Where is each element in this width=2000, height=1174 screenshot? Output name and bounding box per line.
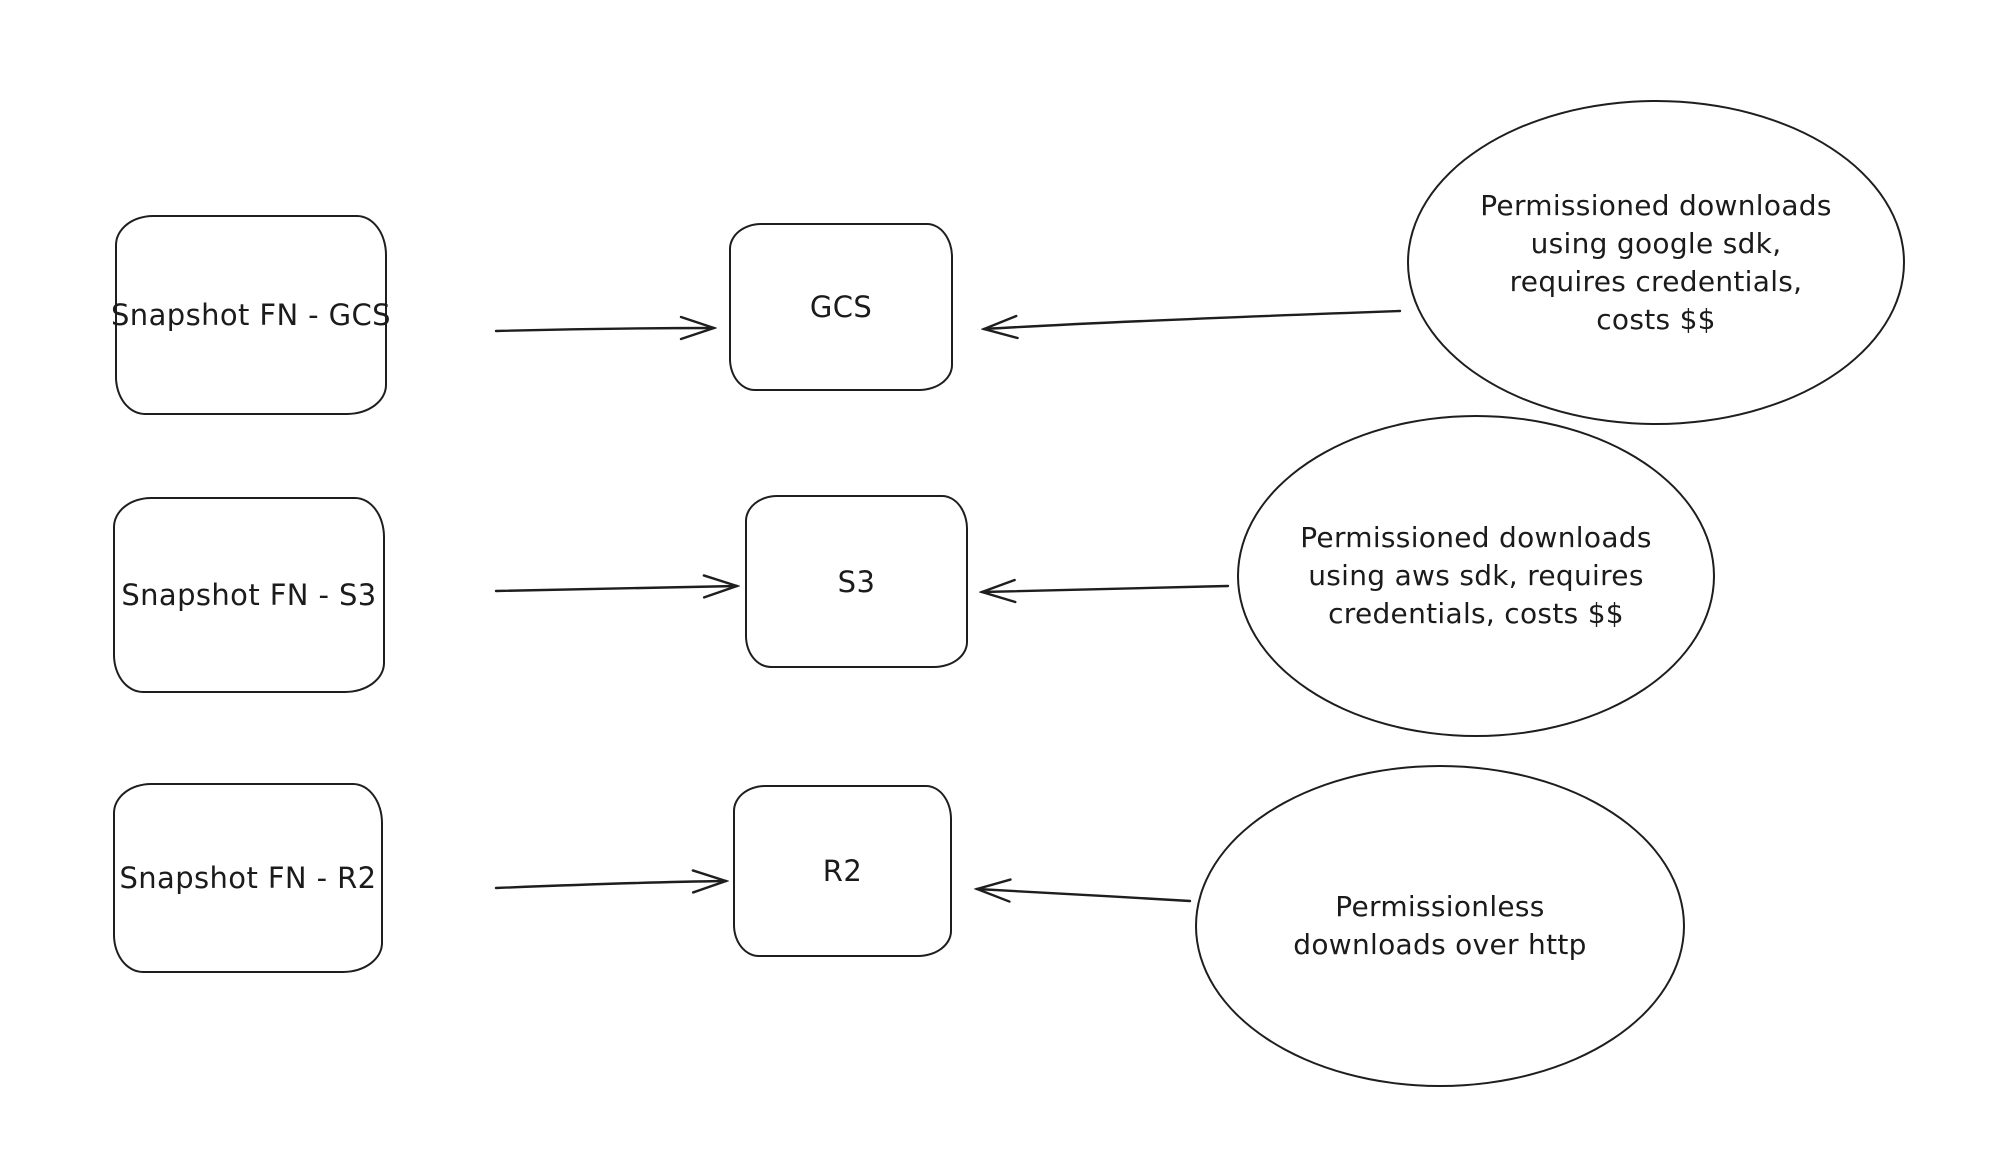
note-line: using aws sdk, requires [1308,559,1644,592]
note-text-permissionless-http: Permissionless downloads over http [1293,888,1586,964]
note-text-google-sdk: Permissioned downloads using google sdk,… [1480,187,1832,339]
node-r2-label: R2 [822,854,863,888]
node-gcs: GCS [729,223,953,391]
node-snapshot-fn-s3-label: Snapshot FN - S3 [121,578,377,612]
note-ellipse-google-sdk: Permissioned downloads using google sdk,… [1407,100,1905,425]
arrow-snapshot-gcs-to-gcs [494,328,714,331]
node-snapshot-fn-gcs-label: Snapshot FN - GCS [111,298,391,332]
node-s3: S3 [745,495,968,668]
note-line: costs $$ [1596,302,1716,336]
arrow-snapshot-r2-to-r2 [494,881,726,888]
note-line: downloads over http [1293,928,1587,961]
arrow-snapshot-s3-to-s3 [494,586,737,591]
node-snapshot-fn-r2-label: Snapshot FN - R2 [119,861,377,895]
note-line: requires credentials, [1509,264,1803,298]
node-snapshot-fn-gcs: Snapshot FN - GCS [111,215,391,415]
note-ellipse-aws-sdk: Permissioned downloads using aws sdk, re… [1237,415,1715,737]
arrow-note-google-to-gcs [984,309,1402,329]
note-line: Permissioned downloads [1480,188,1832,222]
note-line: credentials, costs $$ [1328,597,1624,630]
node-gcs-label: GCS [809,290,873,324]
note-line: Permissioned downloads [1300,521,1652,554]
node-r2: R2 [733,785,952,957]
arrow-note-http-to-r2 [977,889,1192,901]
note-ellipse-permissionless-http: Permissionless downloads over http [1195,765,1685,1087]
note-line: Permissionless [1335,890,1545,923]
note-text-aws-sdk: Permissioned downloads using aws sdk, re… [1300,519,1652,633]
note-line: using google sdk, [1530,226,1782,260]
node-snapshot-fn-r2: Snapshot FN - R2 [113,783,383,973]
node-s3-label: S3 [837,564,876,599]
arrow-note-aws-to-s3 [982,586,1230,592]
node-snapshot-fn-s3: Snapshot FN - S3 [113,497,385,693]
